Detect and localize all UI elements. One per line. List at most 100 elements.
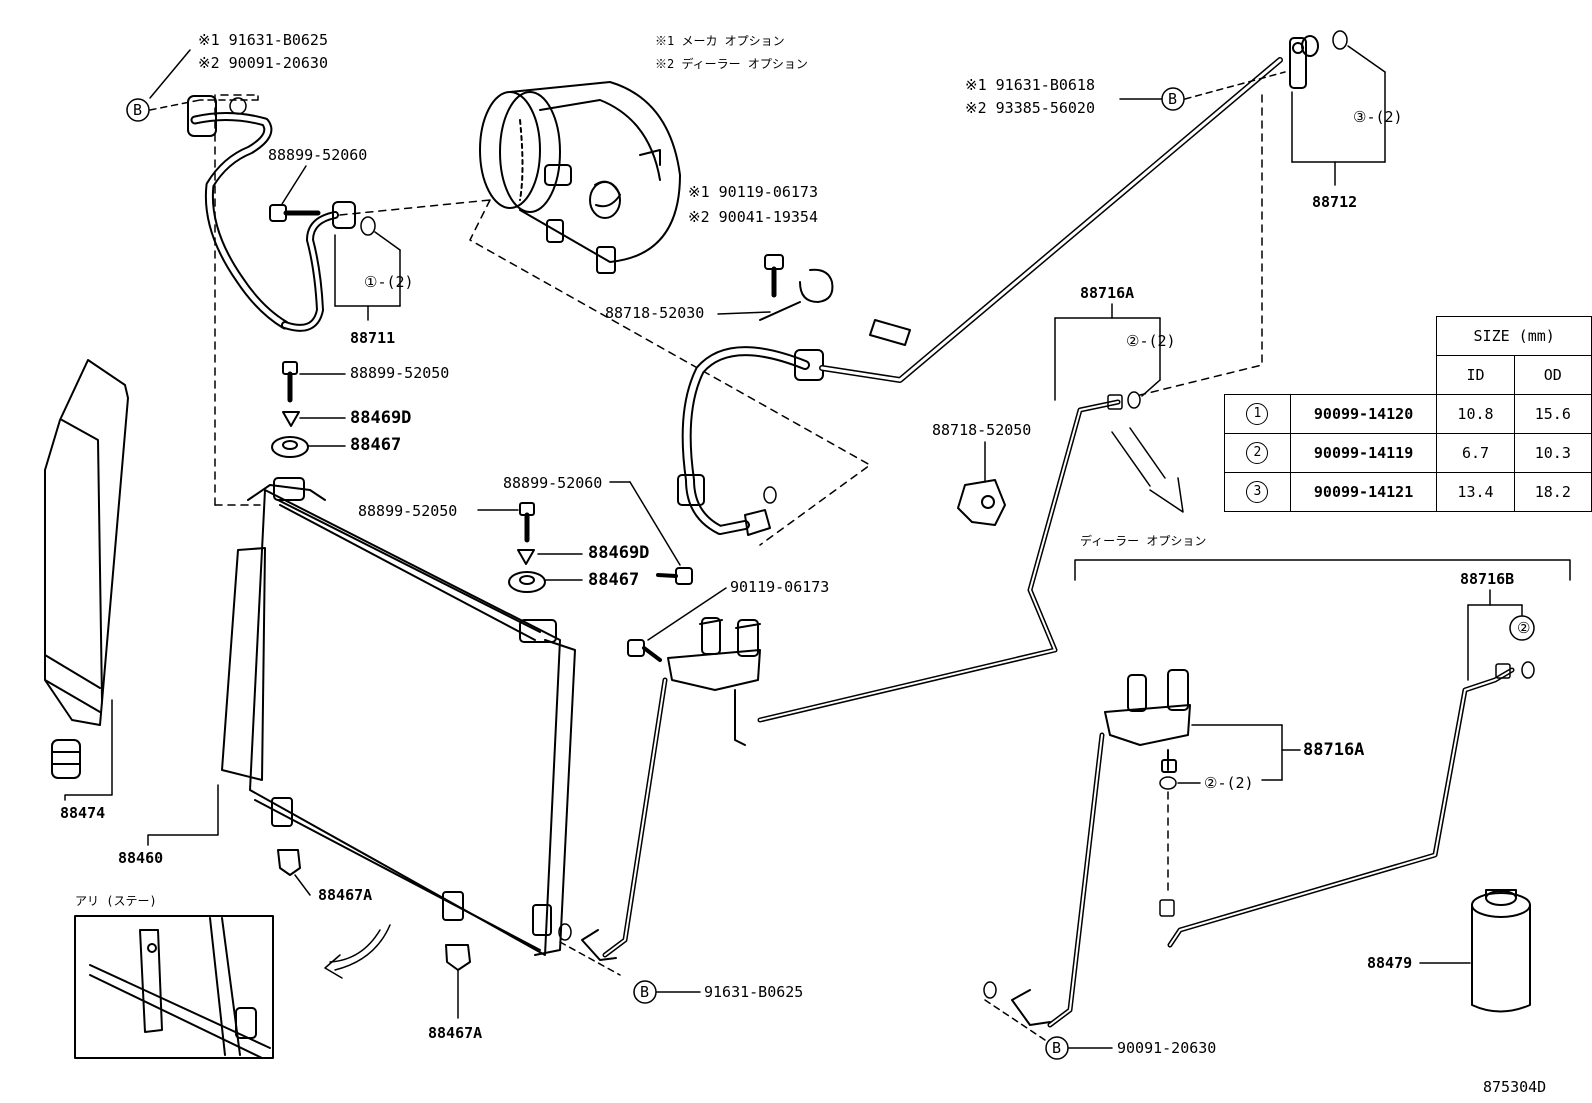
ring-ref: 1	[1246, 403, 1269, 425]
inset-detail-drawing	[89, 917, 271, 1059]
bolt-icon	[269, 204, 321, 222]
liquid-pipe-drawing	[757, 399, 1121, 723]
col-id: ID	[1436, 355, 1515, 395]
part-number-label: ※1 91631-B0625	[198, 31, 328, 49]
ring-2-icon	[1509, 615, 1535, 641]
part-label-88469D: 88469D	[588, 543, 649, 563]
ring-ref: 2	[1246, 442, 1269, 464]
suction-hose-drawing	[187, 95, 356, 332]
part-label-88718-52030: 88718-52030	[605, 304, 704, 322]
part-label-88718-52050: 88718-52050	[932, 421, 1031, 439]
ring-1-bracket	[334, 231, 401, 321]
part-label-88460: 88460	[118, 849, 163, 867]
liquid-pipe-drawing	[1047, 732, 1105, 1028]
legend-dealer-option: ※2 ディーラー オプション	[655, 56, 808, 71]
discharge-hose-drawing	[677, 57, 1283, 536]
o-ring-icon	[1521, 661, 1535, 679]
part-number-label: 90091-20630	[1117, 1039, 1216, 1057]
grommet-icon	[271, 436, 309, 458]
part-label-88716A-top: 88716A	[1080, 284, 1134, 302]
bolt-icon	[656, 567, 693, 585]
part-label-90119-06173: 90119-06173	[730, 578, 829, 596]
ring-2-label: ②-(2)	[1204, 774, 1254, 792]
refrigerant-can-icon	[1471, 889, 1531, 1013]
part-label-88474: 88474	[60, 804, 105, 822]
ring-od: 18.2	[1513, 472, 1592, 512]
part-number-label: ※2 90041-19354	[688, 208, 818, 226]
bolt-icon	[519, 502, 535, 543]
arrow-icon	[1111, 427, 1184, 513]
table-row: 3 90099-14121 13.4 18.2	[1224, 472, 1592, 512]
part-label-88467A: 88467A	[428, 1024, 482, 1042]
part-label-88899-52050: 88899-52050	[350, 364, 449, 382]
b-marker-letter: B	[640, 983, 649, 1001]
b-marker-icon	[1161, 87, 1185, 111]
ring-ref: 3	[1246, 481, 1269, 503]
o-ring-icon	[1127, 391, 1141, 409]
table-row: 2 90099-14119 6.7 10.3	[1224, 433, 1592, 473]
ring-part: 90099-14121	[1289, 472, 1438, 512]
liquid-pipe-drawing	[602, 677, 668, 958]
ring-id: 10.8	[1436, 394, 1515, 434]
part-number-label: ※2 93385-56020	[965, 99, 1095, 117]
part-label-88712: 88712	[1312, 193, 1357, 211]
plug-icon	[51, 739, 81, 779]
part-label-88711: 88711	[350, 329, 395, 347]
b-marker-icon	[1045, 1036, 1069, 1060]
ring-2-bracket-88716B	[1467, 589, 1523, 681]
part-label-88899-52060: 88899-52060	[268, 146, 367, 164]
b-callout-bottom-mid: B 91631-B0625	[633, 980, 803, 1004]
grommet-icon	[508, 571, 546, 593]
part-number-label: ※2 90091-20630	[198, 54, 328, 72]
bolt-icon	[627, 639, 662, 662]
inset-title: アリ (ステー)	[75, 894, 157, 908]
ring-part: 90099-14120	[1289, 394, 1438, 434]
b-marker-icon	[633, 980, 657, 1004]
valve-block-drawing	[667, 617, 761, 746]
ring-id: 13.4	[1436, 472, 1515, 512]
condenser-drawing	[221, 477, 576, 956]
part-label-88467: 88467	[588, 570, 639, 590]
dealer-option-label: ディーラー オプション	[1080, 533, 1206, 548]
part-label-88467: 88467	[350, 435, 401, 455]
b-marker-letter: B	[1052, 1039, 1061, 1057]
arrow-icon	[324, 924, 391, 979]
b-marker-icon	[126, 98, 150, 122]
o-ring-icon	[360, 216, 376, 236]
mount-cushion-icon	[277, 849, 301, 876]
part-label-88899-52060: 88899-52060	[503, 474, 602, 492]
b-callout-bottom-right: B 90091-20630	[1045, 1036, 1216, 1060]
ring-2-label: ②-(2)	[1126, 332, 1176, 350]
clip-icon	[282, 411, 300, 427]
clamp-icon	[759, 268, 834, 321]
clip-icon	[517, 549, 535, 565]
part-label-88479: 88479	[1367, 954, 1412, 972]
b-callout-top-right: ※1 91631-B0618 ※2 93385-56020 B	[965, 71, 1286, 117]
bolt-icon	[282, 361, 298, 403]
o-ring-icon	[1159, 776, 1177, 790]
part-label-88467A: 88467A	[318, 886, 372, 904]
ring-2-bracket-bottom	[1191, 724, 1301, 781]
table-row: 1 90099-14120 10.8 15.6	[1224, 394, 1592, 434]
bracket-icon	[957, 479, 1006, 526]
part-number-label: 91631-B0625	[704, 983, 803, 1001]
size-header: SIZE (mm)	[1436, 316, 1592, 356]
legend-maker-option: ※1 メーカ オプション	[655, 34, 785, 48]
compressor-drawing	[479, 81, 681, 274]
bolt-icon	[764, 254, 784, 298]
valve-block-drawing	[1104, 669, 1191, 773]
part-label-88899-52050: 88899-52050	[358, 502, 457, 520]
ring-3-label: ③-(2)	[1353, 108, 1403, 126]
ring-part: 90099-14119	[1289, 433, 1438, 473]
ring-od: 10.3	[1513, 433, 1592, 473]
part-label-88469D: 88469D	[350, 408, 411, 428]
b-callout-top-left: ※1 91631-B0625 ※2 90091-20630 B	[126, 31, 328, 122]
part-number-label: ※1 90119-06173	[688, 183, 818, 201]
part-number-label: ※1 91631-B0618	[965, 76, 1095, 94]
pipe-88712-drawing	[1289, 30, 1348, 89]
part-label-88716A-bottom: 88716A	[1303, 740, 1364, 760]
b-marker-letter: B	[1168, 90, 1177, 108]
ring-3-bracket	[1291, 45, 1386, 186]
col-od: OD	[1513, 355, 1592, 395]
